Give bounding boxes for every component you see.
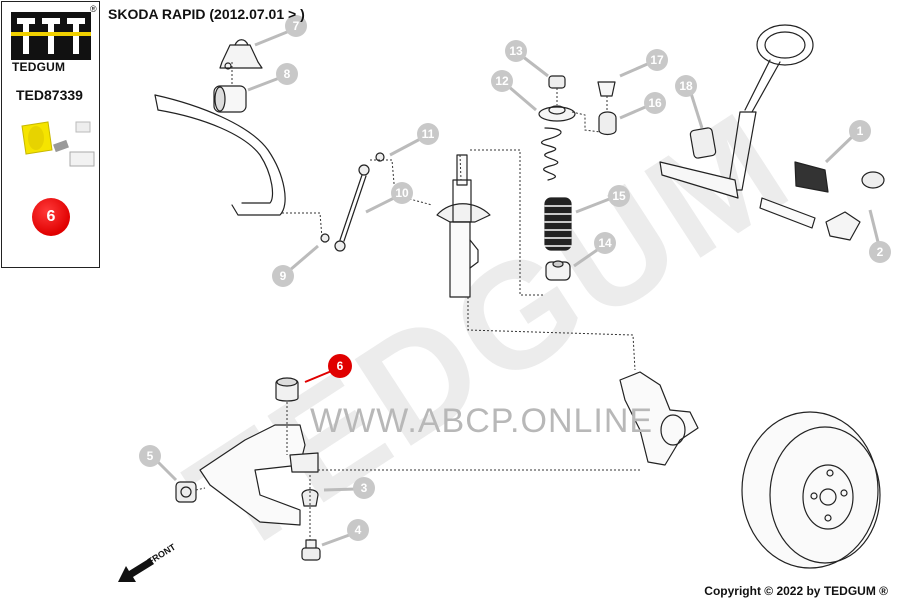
callout-3: 3 — [323, 477, 375, 499]
front-label: FRONT — [146, 542, 178, 567]
callout-13: 13 — [505, 40, 549, 78]
svg-text:10: 10 — [395, 186, 409, 200]
callout-4: 4 — [321, 519, 369, 547]
callout-18: 18 — [675, 75, 704, 129]
tie-rod-cap — [861, 171, 885, 189]
link-nut-upper — [375, 152, 385, 162]
callout-8: 8 — [247, 63, 298, 92]
top-cap — [597, 81, 616, 97]
callout-6: 6 — [304, 354, 352, 383]
callout-9: 9 — [272, 244, 319, 287]
svg-text:8: 8 — [284, 67, 291, 81]
callout-5: 5 — [139, 445, 178, 482]
strut-nut — [548, 75, 566, 89]
svg-text:18: 18 — [679, 79, 693, 93]
svg-text:5: 5 — [147, 449, 154, 463]
copyright: Copyright © 2022 by TEDGUM ® — [704, 584, 888, 598]
svg-text:9: 9 — [280, 269, 287, 283]
registered-mark: ® — [90, 4, 97, 14]
tedgum-logo — [11, 12, 91, 60]
watermark-url: WWW.ABCP.ONLINE — [310, 402, 654, 440]
callouts: 7 8 11 10 9 13 12 17 16 18 15 14 1 2 6 5… — [139, 15, 891, 547]
svg-text:3: 3 — [361, 481, 368, 495]
wheel — [741, 411, 881, 569]
svg-text:14: 14 — [598, 236, 612, 250]
coil-spring — [541, 127, 562, 181]
callout-12: 12 — [491, 70, 537, 112]
shock-absorber — [436, 154, 491, 298]
stabilizer-bar — [154, 94, 286, 216]
product-photo — [21, 121, 95, 167]
callout-14: 14 — [573, 232, 616, 268]
strut-top-mount — [538, 105, 576, 122]
upper-bushing — [598, 111, 617, 136]
control-arm-rear-bushing — [275, 377, 299, 402]
svg-text:12: 12 — [495, 74, 509, 88]
callout-16: 16 — [619, 92, 666, 120]
svg-text:2: 2 — [877, 245, 884, 259]
svg-text:11: 11 — [422, 127, 435, 141]
callout-10: 10 — [365, 182, 413, 214]
steering-boot — [794, 161, 829, 193]
part-info-panel: ® TEDGUM TED87339 6 — [1, 1, 100, 268]
callout-15: 15 — [575, 185, 630, 214]
tie-rod — [759, 197, 816, 229]
tie-rod-end — [825, 211, 861, 241]
callout-2: 2 — [868, 209, 891, 263]
stabilizer-link — [334, 164, 370, 252]
highlighted-position-badge: 6 — [32, 198, 70, 236]
lower-control-arm — [199, 424, 319, 526]
control-arm-front-bushing — [175, 481, 197, 503]
ball-joint — [301, 539, 321, 561]
ball-joint-boot — [301, 489, 319, 507]
stabilizer-bushing — [213, 85, 247, 113]
svg-text:4: 4 — [355, 523, 362, 537]
callout-7: 7 — [254, 15, 307, 47]
bump-stop — [545, 260, 571, 281]
part-number: TED87339 — [16, 87, 83, 103]
steering-rack-bushing — [689, 127, 717, 159]
link-nut-lower — [320, 233, 330, 243]
svg-text:13: 13 — [509, 44, 523, 58]
dust-boot — [544, 197, 572, 251]
vehicle-title: SKODA RAPID (2012.07.01 > ) — [108, 6, 305, 22]
callout-17: 17 — [619, 49, 668, 78]
steering-knuckle — [619, 371, 699, 466]
callout-11: 11 — [389, 123, 439, 157]
callout-1: 1 — [824, 120, 871, 164]
svg-text:16: 16 — [648, 96, 662, 110]
stabilizer-bracket — [219, 39, 263, 70]
svg-text:15: 15 — [612, 189, 626, 203]
svg-text:1: 1 — [857, 124, 864, 138]
svg-text:7: 7 — [293, 19, 300, 33]
front-direction-arrow: FRONT — [118, 542, 178, 582]
steering-column — [659, 24, 814, 199]
logo-text: TEDGUM — [12, 60, 66, 74]
svg-text:17: 17 — [650, 53, 664, 67]
svg-text:6: 6 — [337, 359, 344, 373]
dotted-guides — [195, 62, 640, 540]
